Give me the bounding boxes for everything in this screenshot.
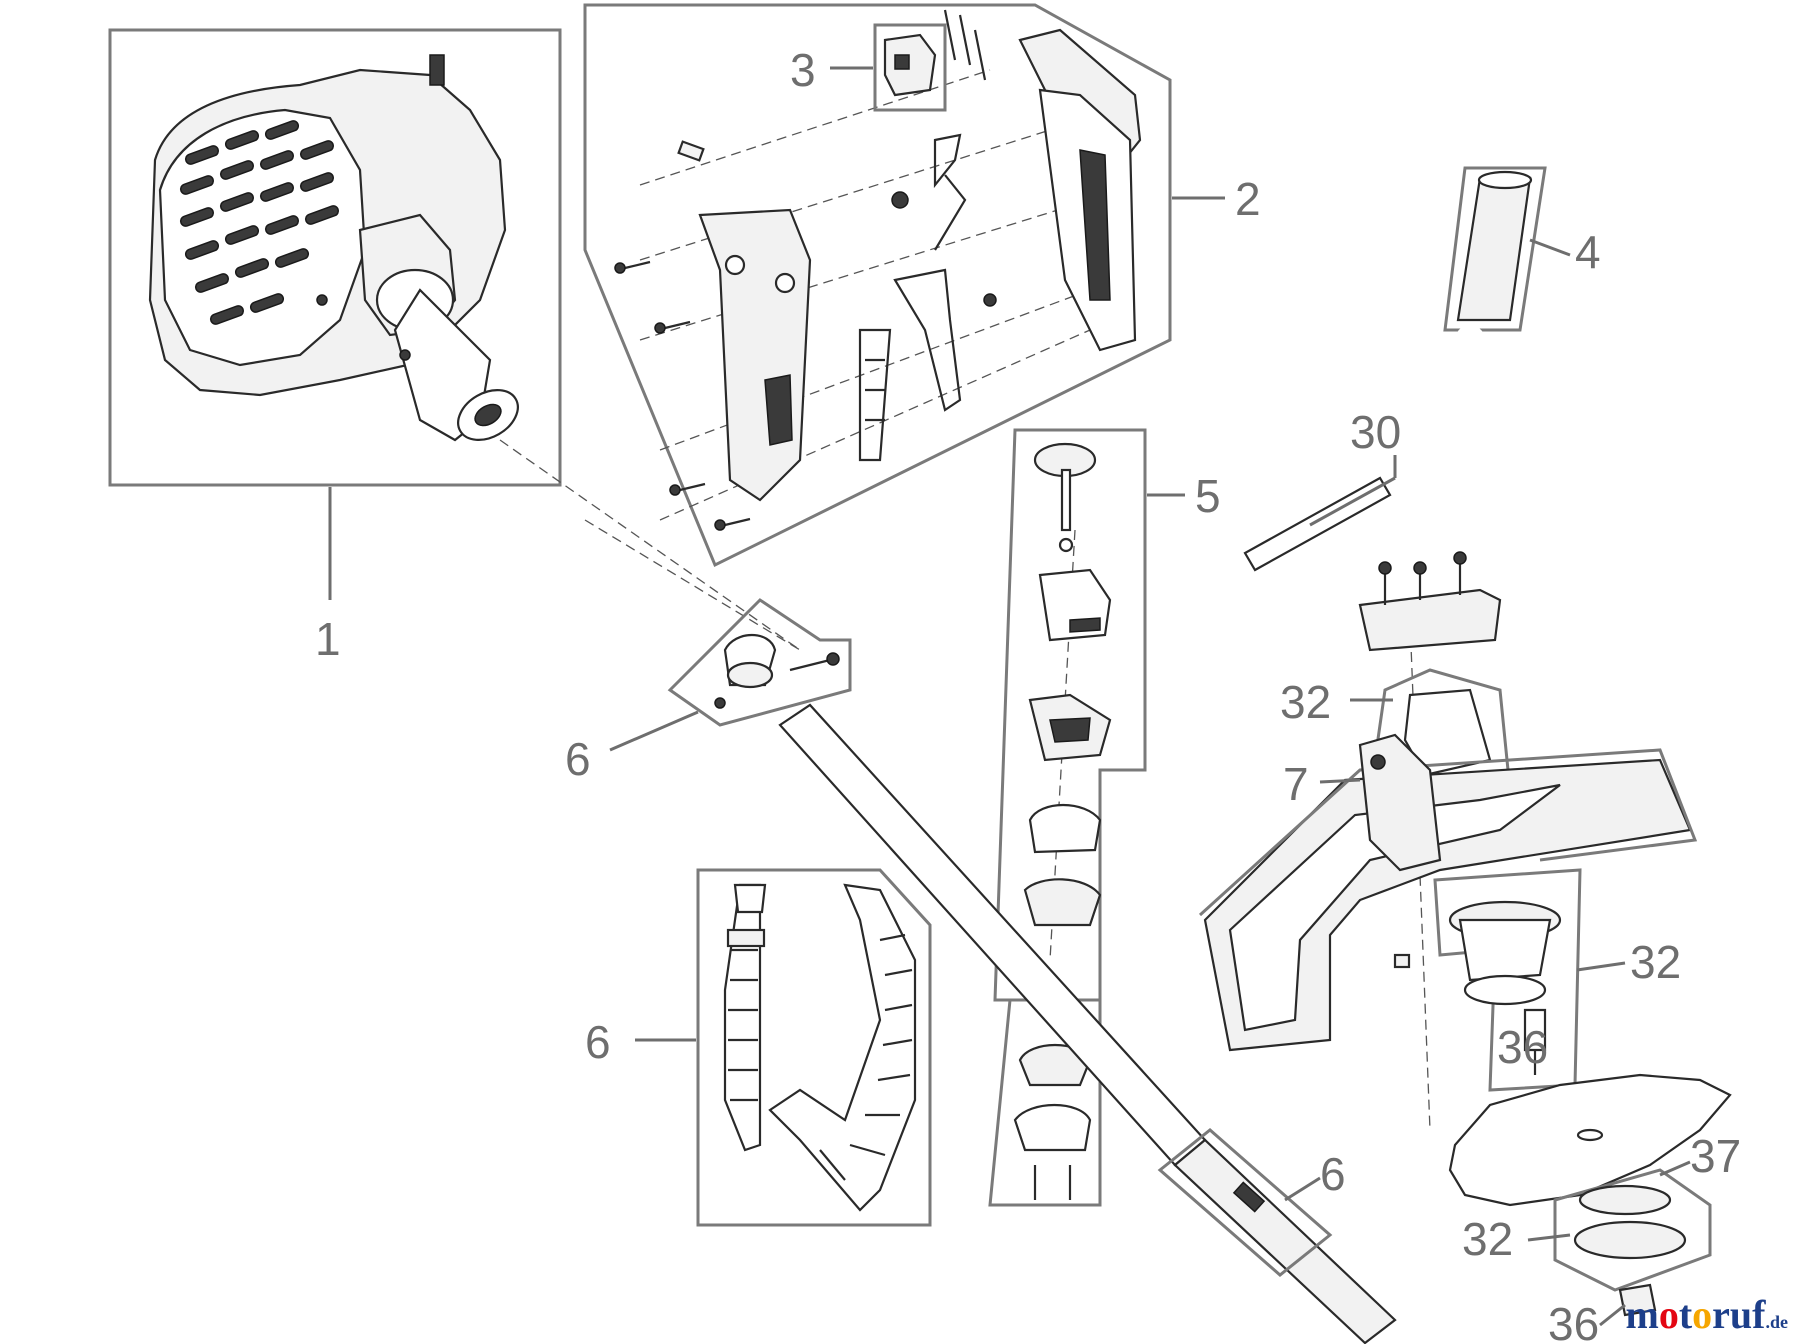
- harness-hanger-illustration: [667, 598, 852, 727]
- blade-cover-frame: [1553, 1168, 1712, 1292]
- harness-hanger-frame: [667, 598, 852, 727]
- drive-shaft-illustration: [778, 703, 1397, 1344]
- watermark-text: motoruf: [1625, 1292, 1766, 1337]
- part-label-8: 6: [1320, 1148, 1346, 1200]
- part-label-30: 30: [1350, 406, 1401, 458]
- blade-holder-frame: [1433, 868, 1582, 1092]
- part-label-36: 36: [1548, 1298, 1599, 1344]
- part-label-37-spindle-bolt: 36: [1497, 1021, 1548, 1073]
- watermark-logo: motoruf.de: [1626, 1291, 1789, 1338]
- handlebar-illustration: [900, 325, 1485, 731]
- part-label-37-washer-set: 37: [1690, 1130, 1741, 1182]
- rear-handle-illustration: [583, 3, 1172, 568]
- handle-clamp-kit-illustration: [993, 428, 1147, 1200]
- blade-holder-illustration: [1433, 868, 1582, 1092]
- part-label-32-blade-cover: 32: [1462, 1213, 1513, 1265]
- part-label-32-blade-holder: 32: [1630, 936, 1681, 988]
- harness-frame: [696, 868, 932, 1227]
- part-label-6-hanger: 6: [565, 733, 591, 785]
- grip-frame: [1443, 166, 1547, 332]
- switch-frame: [873, 23, 947, 112]
- blade-cover-illustration: [1553, 1168, 1712, 1317]
- watermark-suffix: .de: [1765, 1312, 1789, 1332]
- switch-illustration: [873, 9, 987, 112]
- drive-shaft-frame: [1157, 1128, 1333, 1277]
- rear-handle-frame: [583, 3, 1172, 568]
- part-label-6-harness: 6: [585, 1016, 611, 1068]
- shoulder-harness-illustration: [696, 868, 932, 1227]
- engine-cooling-slots: [179, 120, 340, 325]
- part-label-2: 2: [1235, 173, 1261, 225]
- part-label-32-gear-clamp: 32: [1280, 676, 1331, 728]
- part-label-4: 4: [1575, 226, 1601, 278]
- part-label-5: 5: [1195, 470, 1221, 522]
- grip-illustration: [1443, 166, 1547, 332]
- part-label-3: 3: [790, 44, 816, 96]
- engine-illustration: [108, 28, 562, 487]
- harness-webbing-stripes: [728, 933, 913, 1181]
- gear-head-illustration: [1198, 551, 1698, 1131]
- engine-frame: [108, 28, 562, 487]
- handle-clamp-frame: [993, 428, 1147, 1002]
- part-label-1: 1: [315, 613, 341, 665]
- part-label-7: 7: [1283, 758, 1309, 810]
- cutting-blade-illustration: [1448, 1073, 1732, 1207]
